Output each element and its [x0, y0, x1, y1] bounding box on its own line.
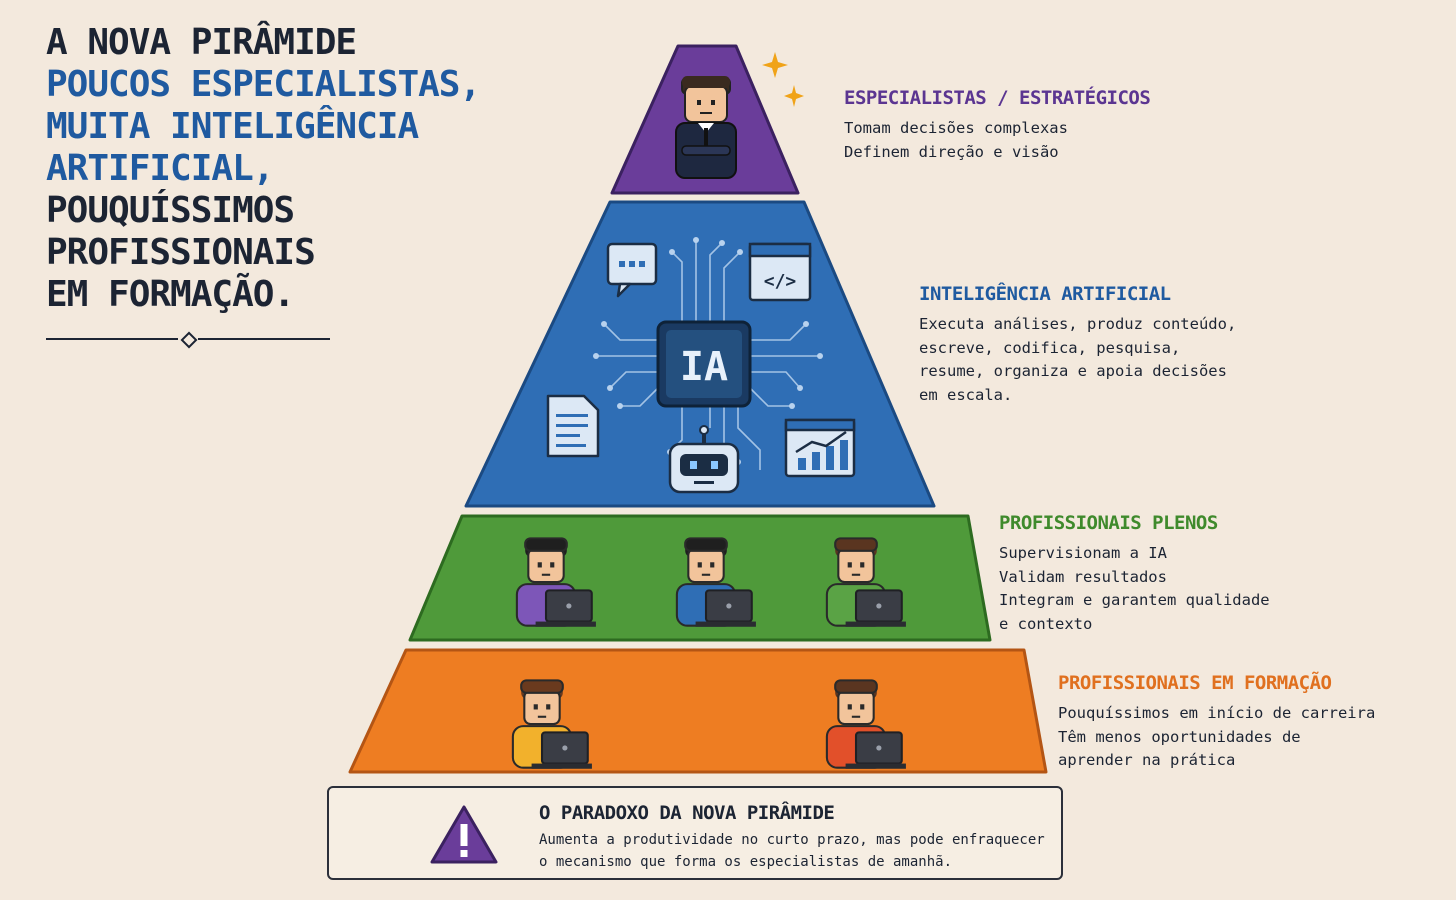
tier-training-line: Pouquíssimos em início de carreira — [1058, 704, 1376, 722]
tier-ai-title: INTELIGÊNCIA ARTIFICIAL — [919, 283, 1171, 305]
paradox-text-line: o mecanismo que forma os especialistas d… — [539, 854, 953, 870]
warning-icon — [430, 805, 498, 864]
headline-line-3: MUITA INTELIGÊNCIA — [46, 106, 419, 147]
tier-ai-line: resume, organiza e apoia decisões — [919, 362, 1227, 381]
tier-ai: INTELIGÊNCIA ARTIFICIAL Executa análises… — [919, 283, 1236, 408]
document-icon — [546, 394, 600, 458]
tier-mid-line: Integram e garantem qualidade — [999, 591, 1270, 610]
chart-window-icon — [784, 418, 856, 478]
title-divider — [46, 331, 330, 349]
chat-bubble-icon — [606, 242, 658, 298]
headline-line-7: EM FORMAÇÃO. — [46, 274, 295, 315]
paradox-title: O PARADOXO DA NOVA PIRÂMIDE — [539, 802, 835, 824]
ai-chip-icon: IA — [656, 320, 752, 408]
chip-label: IA — [680, 344, 728, 390]
headline-line-6: PROFISSIONAIS — [46, 232, 316, 273]
tier-mid-line: Validam resultados — [999, 567, 1167, 586]
svg-text:</>: </> — [764, 271, 797, 292]
paradox-text-line: Aumenta a produtividade no curto prazo, … — [539, 832, 1045, 848]
tier-specialists-title: ESPECIALISTAS / ESTRATÉGICOS — [844, 87, 1151, 109]
tier-mid: PROFISSIONAIS PLENOS Supervisionam a IA … — [999, 512, 1270, 637]
tier-training-line: Têm menos oportunidades de — [1058, 727, 1301, 746]
tier-specialists-line: Definem direção e visão — [844, 142, 1059, 161]
robot-icon — [668, 425, 740, 494]
tier-training-line: aprender na prática — [1058, 751, 1236, 770]
headline: A NOVA PIRÂMIDE POUCOS ESPECIALISTAS, MU… — [46, 22, 481, 316]
headline-line-4: ARTIFICIAL, — [46, 148, 274, 189]
paradox-box: O PARADOXO DA NOVA PIRÂMIDE Aumenta a pr… — [327, 786, 1063, 880]
headline-line-5: POUQUÍSSIMOS — [46, 190, 295, 231]
sparkle-icon — [762, 52, 804, 107]
tier-ai-line: escreve, codifica, pesquisa, — [919, 338, 1181, 357]
headline-line-2: POUCOS ESPECIALISTAS, — [46, 64, 481, 105]
tier-mid-line: Supervisionam a IA — [999, 544, 1167, 562]
code-window-icon: </> — [748, 242, 812, 302]
businessman-icon — [675, 76, 737, 179]
tier-mid-line: e contexto — [999, 615, 1093, 634]
tier-training: PROFISSIONAIS EM FORMAÇÃO Pouquíssimos e… — [1058, 672, 1375, 773]
tier-specialists: ESPECIALISTAS / ESTRATÉGICOS Tomam decis… — [844, 87, 1151, 164]
tier-training-title: PROFISSIONAIS EM FORMAÇÃO — [1058, 672, 1332, 694]
headline-line-1: A NOVA PIRÂMIDE — [46, 22, 357, 63]
tier-mid-title: PROFISSIONAIS PLENOS — [999, 512, 1218, 534]
tier-ai-line: Executa análises, produz conteúdo, — [919, 315, 1237, 333]
tier-specialists-line: Tomam decisões complexas — [844, 119, 1068, 137]
tier-ai-line: em escala. — [919, 386, 1013, 405]
